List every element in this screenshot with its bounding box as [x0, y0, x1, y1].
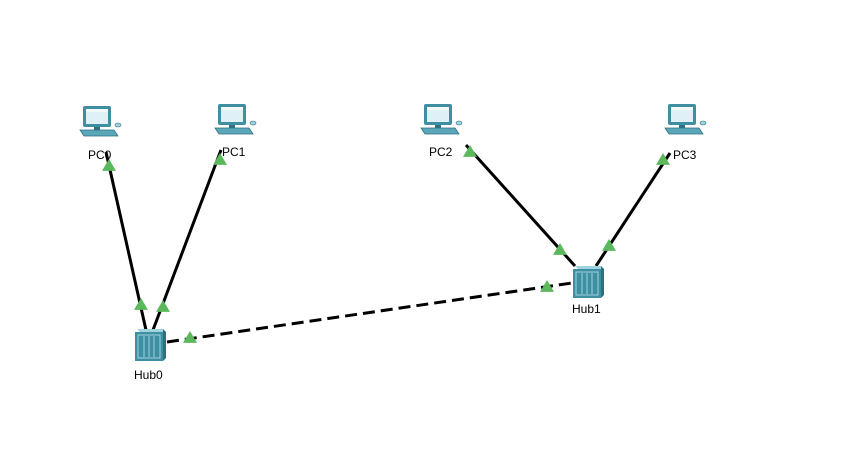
device-label-pc3: PC3	[673, 148, 697, 162]
hub-icon[interactable]	[572, 265, 605, 299]
link-up-triangle-icon	[602, 239, 616, 251]
pc-icon[interactable]	[664, 103, 707, 135]
link-up-triangle-icon	[463, 145, 477, 157]
link-status-layer	[102, 145, 670, 343]
devices-layer	[79, 103, 707, 362]
device-label-pc0: PC0	[88, 148, 112, 162]
link-up-triangle-icon	[134, 298, 148, 310]
link-up-triangle-icon	[213, 153, 227, 165]
device-label-pc2: PC2	[429, 145, 453, 159]
pc-icon[interactable]	[420, 103, 463, 135]
pc-icon[interactable]	[79, 105, 122, 137]
device-label-hub1: Hub1	[572, 302, 601, 316]
link-up-triangle-icon	[156, 300, 170, 312]
link-up-triangle-icon	[553, 243, 567, 255]
hub-icon[interactable]	[134, 328, 167, 362]
link-up-triangle-icon	[102, 159, 116, 171]
link-up-triangle-icon	[656, 153, 670, 165]
pc-icon[interactable]	[214, 103, 257, 135]
link-pc2-hub1[interactable]	[464, 143, 577, 268]
link-up-triangle-icon	[540, 280, 554, 292]
link-pc1-hub0[interactable]	[151, 149, 223, 331]
device-label-hub0: Hub0	[134, 368, 163, 382]
device-label-pc1: PC1	[222, 145, 246, 159]
link-pc0-hub0[interactable]	[104, 151, 148, 331]
link-up-triangle-icon	[183, 331, 197, 343]
link-hub0-hub1[interactable]	[166, 281, 573, 344]
